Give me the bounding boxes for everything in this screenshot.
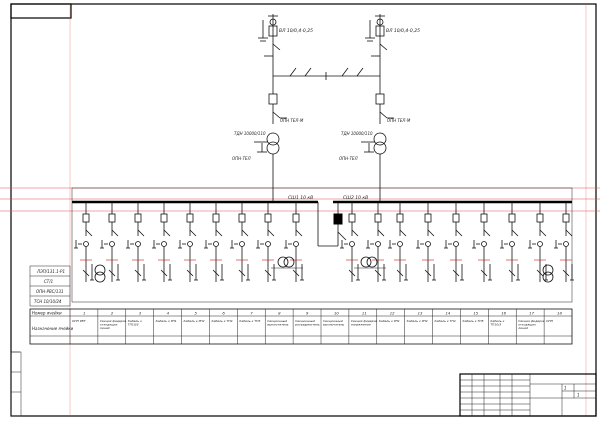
upper-right-feeder: ВЛ 10/0,4-0,25 ТДН 10000/110 ОПН ТЕЛ-М О… <box>339 14 420 188</box>
feeder-cell <box>74 202 94 282</box>
upper-tie <box>273 67 380 80</box>
table-cell-name: ОПН <box>546 319 554 323</box>
table-cell-number: 9 <box>306 311 309 316</box>
table-cell-name: ОПН РВТ <box>72 319 87 323</box>
feeder-cell <box>388 202 408 282</box>
feeder-cells <box>74 202 574 283</box>
table-cell-name: Кабель к ТП4 <box>211 319 232 323</box>
feeder-cell <box>500 202 520 282</box>
feeder-cell <box>256 202 276 282</box>
legend-line-2: СТ/1 <box>44 279 53 284</box>
table-cell-number: 3 <box>139 311 142 316</box>
bus-label-left: СШ1 10 кВ <box>288 195 313 201</box>
feeder-cell <box>444 202 464 282</box>
feeder-cell <box>204 202 224 282</box>
switchgear-enclosure <box>71 187 573 303</box>
arrester-label-left: ОПН ТЕЛ-М <box>280 118 304 123</box>
table-cell-number: 16 <box>501 311 506 316</box>
left-legend-panel: ЛЭП/131.1-Р1 СТ/1 ОПН-РВС/131 ТСН 10/10/… <box>29 265 71 307</box>
table-cell-number: 8 <box>278 311 281 316</box>
sectional-breaker <box>317 202 347 247</box>
table-cell-number: 17 <box>529 311 534 316</box>
title-block: 1 1 <box>459 373 597 417</box>
table-cell-number: 15 <box>473 311 478 316</box>
sheet-number: 1 <box>564 386 567 391</box>
feeder-cell <box>152 202 172 282</box>
legend-line-1: ЛЭП/131.1-Р1 <box>36 269 65 274</box>
feeder-cell <box>126 202 146 282</box>
feeder-cell <box>100 202 120 282</box>
table-cell-name: Кабель к РП2 <box>184 319 205 323</box>
table-cell-number: 18 <box>557 311 562 316</box>
transformer-label-right: ТДН 10000/110 <box>341 131 373 136</box>
table-row2-header: Назначение ячейки <box>32 326 74 331</box>
feeder-cell <box>366 202 386 282</box>
table-cell-number: 11 <box>362 311 367 316</box>
cap-label-right: ОПН-ТЕЛ <box>339 156 358 161</box>
feeder-cell <box>554 202 574 282</box>
table-cell-number: 1 <box>83 311 85 316</box>
table-cell-number: 10 <box>334 311 339 316</box>
table-cell-number: 7 <box>250 311 253 316</box>
feeder-cell <box>416 202 436 282</box>
table-cell-number: 13 <box>418 311 423 316</box>
busbar-section-2: СШ2 10 кВ <box>333 195 572 204</box>
table-cell-name: Кабель к РП1 <box>379 319 400 323</box>
upper-left-feeder: ВЛ 10/0,4-0,25 ТДН 10000/110 ОПН ТЕЛ-М О… <box>232 14 313 188</box>
feeder-cell <box>178 202 198 282</box>
table-cell-name: Кабель к РП1 <box>156 319 177 323</box>
line-label-right: ВЛ 10/0,4-0,25 <box>386 28 420 34</box>
table-cell-number: 6 <box>222 311 225 316</box>
table-cell-name: Кабель к ТП5 <box>462 319 483 323</box>
table-cell-name: Кабель к РП2 <box>407 319 428 323</box>
table-cell-name: Кабель к ТП3 <box>239 319 260 323</box>
table-cell-number: 14 <box>446 311 451 316</box>
line-label-left: ВЛ 10/0,4-0,25 <box>279 28 313 34</box>
aux-transformer <box>94 264 106 283</box>
table-cell-number: 12 <box>390 311 395 316</box>
arrester-label-right: ОПН ТЕЛ-М <box>387 118 411 123</box>
table-cell-name: Кабель к ТП4 <box>435 319 456 323</box>
transformer-label-left: ТДН 10000/110 <box>234 131 266 136</box>
feeder-cell <box>340 202 360 282</box>
feeder-cell <box>528 202 548 282</box>
table-cell-number: 4 <box>167 311 170 316</box>
feeder-cell <box>284 202 304 282</box>
table-cell-number: 5 <box>195 311 198 316</box>
legend-line-4: ТСН 10/10/24 <box>34 299 62 304</box>
table-row1-header: Номер ячейки <box>32 311 62 316</box>
busbar-section-1: СШ1 10 кВ <box>72 195 318 204</box>
cap-label-left: ОПН-ТЕЛ <box>232 156 251 161</box>
voltage-transformer <box>354 256 386 269</box>
top-stamp-box <box>10 3 72 19</box>
table-cell-number: 2 <box>111 311 114 316</box>
sheet-frame <box>10 3 597 417</box>
side-stamp <box>10 351 22 417</box>
bus-label-right: СШ2 10 кВ <box>343 195 368 201</box>
voltage-transformer <box>271 256 303 269</box>
aux-transformer <box>542 264 554 283</box>
sheet-count: 1 <box>577 393 580 398</box>
feeder-cell <box>230 202 250 282</box>
legend-line-3: ОПН-РВС/131 <box>36 289 64 294</box>
feeder-cell <box>472 202 492 282</box>
